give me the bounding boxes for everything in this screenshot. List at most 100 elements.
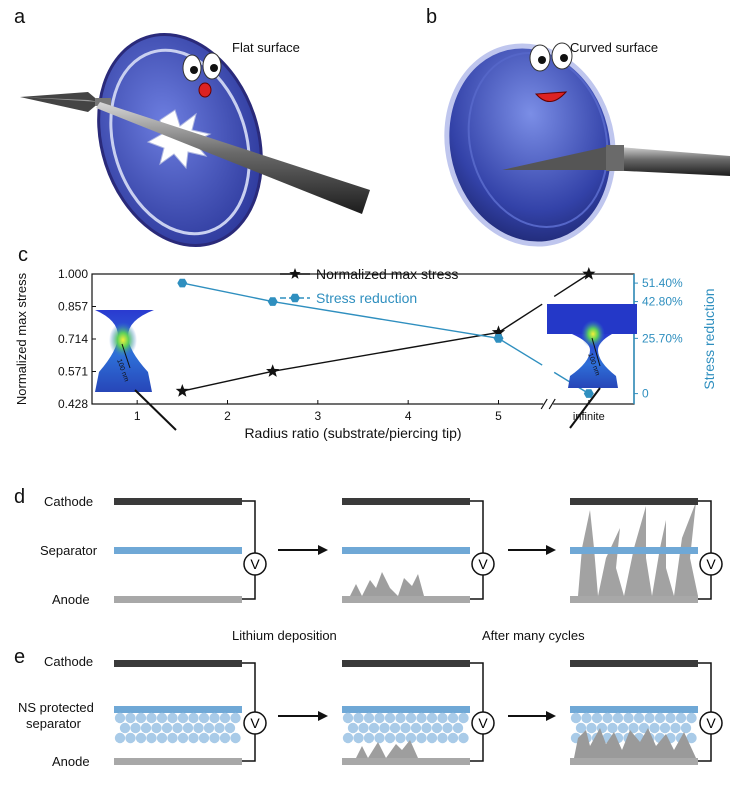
nanosphere [591, 712, 603, 724]
nanosphere [405, 732, 417, 744]
reduction-line-segment [182, 282, 273, 303]
nanosphere [686, 712, 697, 724]
nanosphere [452, 722, 464, 734]
legend-stress-marker [289, 268, 301, 279]
d-voltmeter-3: V [706, 556, 716, 572]
nanosphere [151, 722, 162, 734]
nanosphere [135, 712, 147, 724]
e-arrowhead-1 [318, 711, 328, 721]
stress-point [175, 384, 189, 397]
nanosphere [167, 732, 178, 744]
reduction-point [493, 334, 504, 343]
nanosphere [654, 712, 666, 724]
reduction-point [177, 278, 188, 288]
stress-point [266, 364, 280, 377]
nanosphere [347, 722, 359, 734]
nanosphere [602, 712, 613, 724]
nanosphere [395, 712, 406, 724]
reduction-line-segment [272, 300, 499, 340]
stress-line-segment [498, 303, 543, 333]
nanosphere [389, 722, 401, 734]
axis-break-mark [548, 398, 556, 410]
stress-line-segment [182, 370, 273, 392]
d-label-cathode: Cathode [44, 494, 94, 509]
nanosphere [198, 732, 210, 744]
y-tick-label: 0.571 [58, 365, 88, 379]
d-cell-3: V [570, 498, 723, 603]
e-voltmeter-3: V [706, 715, 716, 731]
nanosphere [675, 712, 687, 724]
x-tick-label: 4 [405, 409, 412, 423]
nanosphere [617, 722, 629, 734]
e-label-cathode: Cathode [44, 654, 94, 669]
e-nanospheres-2 [342, 712, 469, 744]
nanosphere [395, 732, 406, 744]
nanosphere [167, 712, 178, 724]
nanosphere [581, 712, 592, 724]
e-step-2: After many cycles [482, 628, 585, 643]
nanosphere [623, 712, 634, 724]
y2-tick-label: 51.40% [642, 276, 683, 290]
y-tick-label: 0.857 [58, 300, 88, 314]
axis-break-gap [543, 398, 554, 410]
nanosphere [161, 722, 173, 734]
panel-d-diagram: V V V [114, 498, 723, 603]
nanosphere [119, 722, 131, 734]
nanosphere [135, 732, 147, 744]
nanosphere [172, 722, 183, 734]
nanosphere [416, 712, 427, 724]
nanosphere [177, 732, 189, 744]
nanosphere [575, 722, 587, 734]
reduction-point [267, 297, 278, 306]
reduction-point [583, 389, 594, 398]
nanosphere [209, 732, 220, 744]
e-label-anode: Anode [52, 754, 90, 769]
nanosphere [219, 732, 231, 744]
nanosphere [224, 722, 236, 734]
nanosphere [670, 722, 681, 734]
stress-point [582, 267, 596, 280]
y2-tick-label: 42.80% [642, 295, 683, 309]
e-nanospheres-3 [570, 712, 697, 744]
e-cell-1: V [114, 660, 267, 765]
d-voltmeter-2: V [478, 556, 488, 572]
d-cell-2: V [342, 498, 495, 603]
arrow-b [502, 145, 730, 176]
x-axis-label: Radius ratio (substrate/piercing tip) [244, 425, 461, 441]
nanosphere [586, 722, 597, 734]
nanosphere [607, 722, 618, 734]
face-b [529, 42, 573, 102]
e-label-separator: separator [26, 716, 81, 731]
e-label-ns-protected: NS protected [18, 700, 94, 715]
y-tick-label: 0.428 [58, 397, 88, 411]
nanosphere [612, 712, 624, 724]
nanosphere [458, 712, 469, 724]
y-axis-label: Normalized max stress [14, 272, 29, 405]
x-tick-label: 1 [134, 409, 141, 423]
nanosphere [358, 722, 369, 734]
nanosphere [447, 712, 459, 724]
nanosphere [400, 722, 411, 734]
nanosphere [140, 722, 152, 734]
nanosphere [680, 722, 692, 734]
nanosphere [156, 712, 168, 724]
nanosphere [384, 732, 396, 744]
panel-c-letter: c [18, 244, 28, 266]
y-tick-label: 0.714 [58, 332, 88, 346]
nanosphere [421, 722, 432, 734]
d-voltmeter-1: V [250, 556, 260, 572]
face-a [182, 52, 222, 98]
nanosphere [374, 712, 385, 724]
nanosphere [665, 712, 676, 724]
nanosphere [209, 712, 220, 724]
curved-disk [444, 43, 616, 247]
nanosphere [342, 732, 354, 744]
nanosphere [686, 732, 697, 744]
y-tick-label: 1.000 [58, 267, 88, 281]
nanosphere [203, 722, 215, 734]
y2-axis-label: Stress reduction [701, 288, 717, 389]
e-blocked-dendrites [574, 728, 696, 758]
x-tick-label: 2 [224, 409, 231, 423]
